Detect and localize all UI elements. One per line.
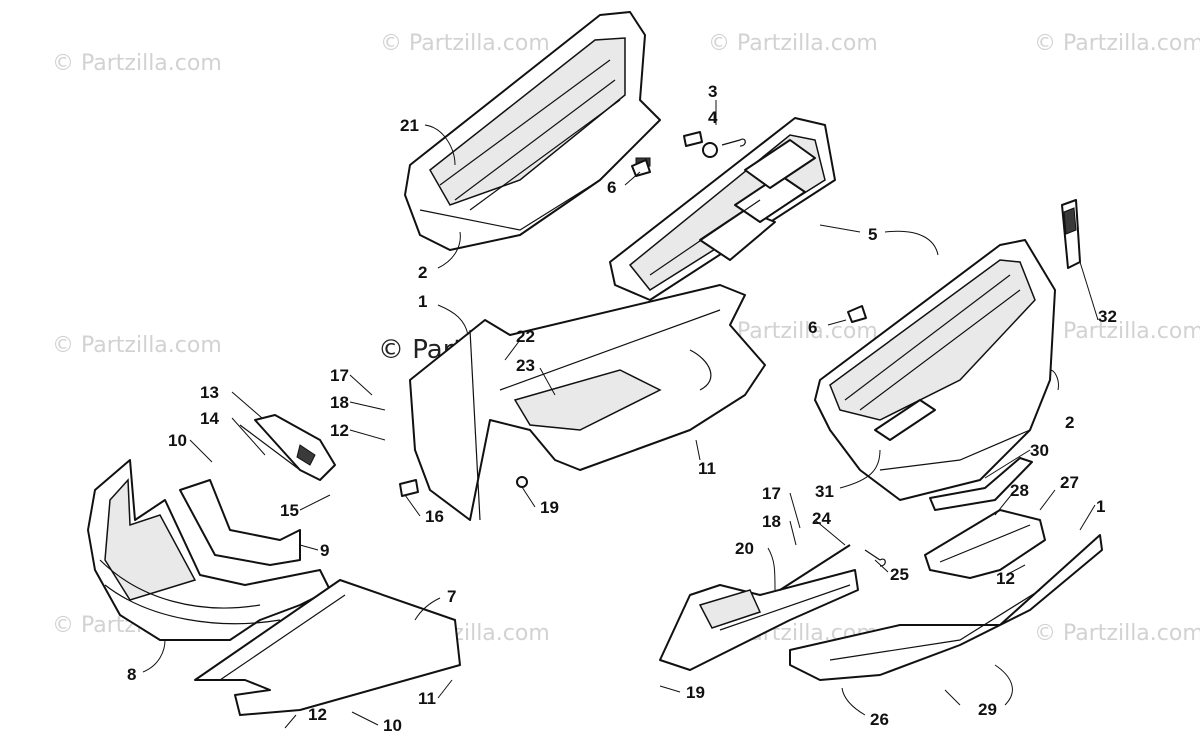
callout-27: 27 bbox=[1060, 473, 1079, 492]
strap[interactable] bbox=[929, 457, 1033, 511]
clip-left[interactable] bbox=[631, 159, 651, 177]
callout-10: 10 bbox=[168, 431, 187, 450]
callout-19: 19 bbox=[686, 683, 705, 702]
callout-12: 12 bbox=[308, 705, 327, 724]
callout-30: 30 bbox=[1030, 441, 1049, 460]
callout-6: 6 bbox=[607, 178, 616, 197]
callout-21: 21 bbox=[400, 116, 419, 135]
bumper-bracket[interactable] bbox=[179, 479, 301, 566]
deflector-plate[interactable] bbox=[239, 414, 336, 481]
watermark-text: © Partzilla.com bbox=[52, 333, 222, 358]
fastener-hardware[interactable] bbox=[683, 131, 746, 158]
watermark-text: © Partzilla.com bbox=[1034, 319, 1200, 344]
watermark-text: © Partzilla.com bbox=[380, 31, 550, 56]
support-bracket[interactable] bbox=[924, 509, 1046, 579]
callout-10: 10 bbox=[383, 716, 402, 735]
callout-2: 2 bbox=[418, 263, 427, 282]
callout-24: 24 bbox=[812, 509, 831, 528]
callout-4: 4 bbox=[708, 108, 718, 127]
lower-rear-chassis[interactable] bbox=[659, 569, 859, 671]
callout-3: 3 bbox=[708, 82, 717, 101]
callout-31: 31 bbox=[815, 482, 834, 501]
watermark-text: © Partzilla.com bbox=[52, 51, 222, 76]
callout-29: 29 bbox=[978, 700, 997, 719]
callout-11: 11 bbox=[418, 689, 436, 708]
watermark-text: © Partzilla.com bbox=[1034, 31, 1200, 56]
hood-latch-handle[interactable] bbox=[1061, 199, 1081, 269]
callout-7: 7 bbox=[447, 587, 456, 606]
upper-side-panel-top[interactable] bbox=[404, 11, 661, 251]
callout-17: 17 bbox=[762, 484, 781, 503]
skid-plate[interactable] bbox=[194, 579, 461, 716]
watermark-text: © Partzilla.com bbox=[1034, 621, 1200, 646]
callout-1: 1 bbox=[418, 292, 427, 311]
callout-18: 18 bbox=[762, 512, 781, 531]
belly-pan-right[interactable] bbox=[789, 534, 1103, 681]
callout-19: 19 bbox=[540, 498, 559, 517]
callout-16: 16 bbox=[425, 507, 444, 526]
callout-22: 22 bbox=[516, 327, 535, 346]
callout-12: 12 bbox=[330, 421, 349, 440]
callout-9: 9 bbox=[320, 541, 329, 560]
watermark-text: © Partzilla.com bbox=[708, 31, 878, 56]
callout-23: 23 bbox=[516, 356, 535, 375]
callout-20: 20 bbox=[735, 539, 754, 558]
callout-14: 14 bbox=[200, 409, 219, 428]
callout-labels: 21 2 3 4 6 5 6 32 2 30 31 1 22 23 17 18 … bbox=[127, 82, 1117, 735]
callout-18: 18 bbox=[330, 393, 349, 412]
callout-28: 28 bbox=[1010, 481, 1029, 500]
callout-12: 12 bbox=[996, 569, 1015, 588]
upper-side-panel-right[interactable] bbox=[814, 239, 1056, 501]
callout-6: 6 bbox=[808, 318, 817, 337]
callout-17: 17 bbox=[330, 366, 349, 385]
callout-25: 25 bbox=[890, 565, 909, 584]
callout-8: 8 bbox=[127, 665, 136, 684]
callout-13: 13 bbox=[200, 383, 219, 402]
leader-lines bbox=[142, 100, 1099, 729]
callout-11: 11 bbox=[698, 459, 716, 478]
callout-32: 32 bbox=[1098, 307, 1117, 326]
callout-2: 2 bbox=[1065, 413, 1074, 432]
callout-5: 5 bbox=[868, 225, 877, 244]
windshield-panel[interactable] bbox=[609, 117, 836, 301]
callout-1: 1 bbox=[1096, 497, 1105, 516]
main-chassis-panel[interactable] bbox=[399, 284, 766, 521]
callout-26: 26 bbox=[870, 710, 889, 729]
callout-15: 15 bbox=[280, 501, 299, 520]
clip-right[interactable] bbox=[847, 305, 867, 323]
